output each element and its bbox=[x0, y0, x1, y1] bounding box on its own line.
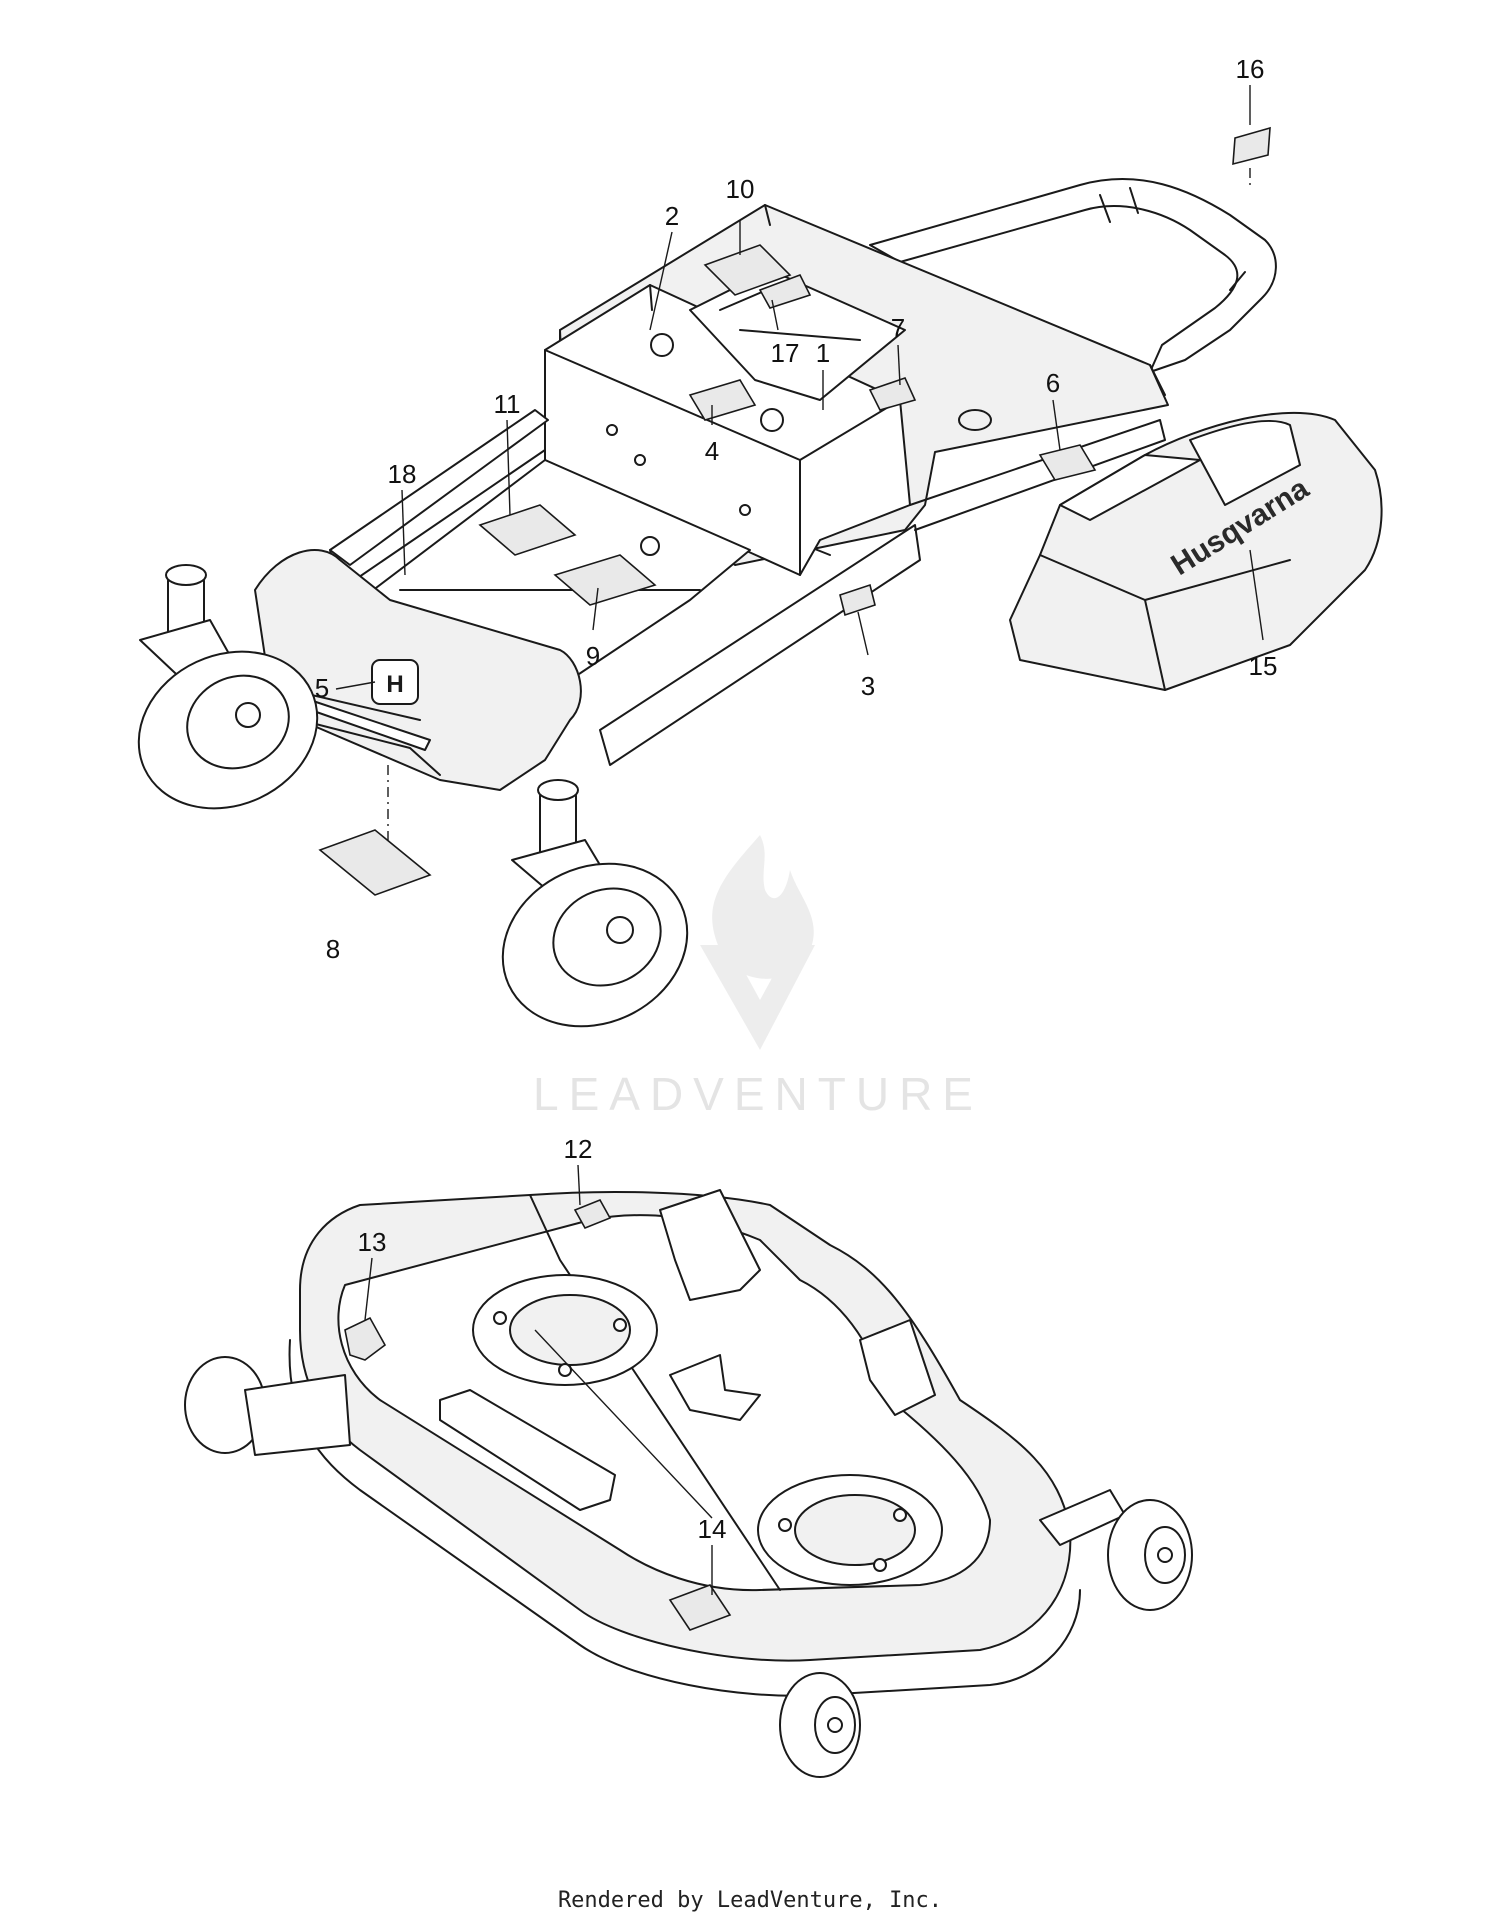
callout-6: 6 bbox=[1046, 368, 1060, 398]
decal-4 bbox=[688, 379, 757, 421]
callout-14: 14 bbox=[698, 1514, 727, 1544]
watermark-text: LEADVENTURE bbox=[533, 1068, 983, 1120]
front-left-caster bbox=[137, 564, 319, 810]
decal-17 bbox=[758, 273, 812, 309]
deck-front-wheel bbox=[779, 1672, 861, 1778]
callout-16: 16 bbox=[1236, 54, 1265, 84]
decal-13 bbox=[344, 1316, 387, 1361]
callout-17: 17 bbox=[771, 338, 800, 368]
front-right-caster bbox=[501, 779, 689, 1028]
decal-9 bbox=[553, 554, 657, 606]
callout-15: 15 bbox=[1249, 651, 1278, 681]
decal-11 bbox=[478, 504, 577, 556]
callout-11: 11 bbox=[494, 389, 521, 419]
decal-12 bbox=[573, 1198, 612, 1230]
mower-chassis: H Husqvarna bbox=[137, 126, 1383, 1028]
callout-8: 8 bbox=[326, 934, 340, 964]
left-side-rail bbox=[329, 409, 549, 566]
deck-bracket-mid bbox=[669, 1354, 761, 1421]
control-tower: Husqvarna bbox=[1009, 411, 1383, 691]
callout-9: 9 bbox=[586, 641, 600, 671]
husqvarna-front-badge: H bbox=[371, 659, 419, 705]
decal-10 bbox=[703, 244, 792, 296]
callout-10: 10 bbox=[726, 174, 755, 204]
rear-handle-frame bbox=[869, 178, 1277, 373]
deck-hanger-bar bbox=[439, 1389, 616, 1511]
callout-13: 13 bbox=[358, 1227, 387, 1257]
callout-leaders bbox=[335, 85, 1264, 1595]
deck-right-wheel bbox=[1039, 1489, 1193, 1611]
decal-14 bbox=[668, 1584, 732, 1631]
decal-7 bbox=[868, 377, 917, 411]
decal-3 bbox=[839, 583, 876, 617]
callout-2: 2 bbox=[665, 201, 679, 231]
decal-16 bbox=[1232, 126, 1271, 166]
callout-12: 12 bbox=[564, 1134, 593, 1164]
callout-4: 4 bbox=[705, 436, 719, 466]
right-side-rail bbox=[599, 524, 921, 766]
leadventure-watermark: LEADVENTURE bbox=[533, 835, 983, 1120]
render-credit: Rendered by LeadVenture, Inc. bbox=[557, 1888, 943, 1913]
deck-bracket-right bbox=[859, 1319, 936, 1416]
mower-deck bbox=[184, 1189, 1193, 1778]
callout-labels: 1 2 3 4 5 6 7 8 9 10 11 12 13 14 15 16 1… bbox=[315, 54, 1278, 1544]
callout-18: 18 bbox=[388, 459, 417, 489]
callout-3: 3 bbox=[861, 671, 875, 701]
deck-left-wheel bbox=[184, 1356, 351, 1456]
svg-text:H: H bbox=[386, 671, 403, 698]
deck-bracket-rear bbox=[659, 1189, 761, 1301]
decal-6 bbox=[1038, 444, 1097, 481]
callout-1: 1 bbox=[816, 338, 830, 368]
callout-5: 5 bbox=[315, 673, 329, 703]
callout-7: 7 bbox=[891, 313, 905, 343]
decal-8 bbox=[318, 829, 432, 896]
